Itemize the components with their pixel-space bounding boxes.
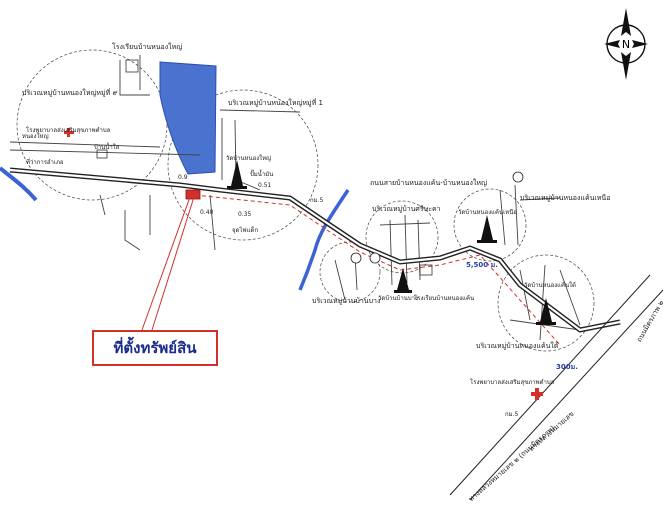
property-pointer: [141, 196, 191, 331]
compass-letter: N: [622, 38, 630, 51]
label-village9: บริเวณหมู่บ้านหนองใหญ่หมู่ที่ ๙: [22, 89, 118, 97]
property-location-label: ที่ตั้งทรัพย์สิน: [113, 339, 197, 357]
temple-icon-baibang: [394, 268, 412, 293]
label-road-name: ถนนสายบ้านหนองแค้น-บ้านหนองใหญ่: [370, 179, 487, 187]
label-hospital-left: โรงพยาบาลส่งเสริมสุขภาพตำบล: [26, 127, 111, 134]
local-roads: [9, 55, 581, 341]
building-icon-school: [125, 59, 139, 73]
village1-boundary: [167, 89, 319, 241]
label-km-085: 0.35: [238, 211, 252, 218]
label-village-nongkhaen-n: บริเวณหมู่บ้านหนองแค้นเหนือ: [520, 194, 611, 202]
label-km5-b: กม.5: [505, 411, 519, 418]
property-pointer-2: [151, 196, 195, 331]
label-village-nongkhaen-s: บริเวณหมู่บ้านหนองแค้นใต้: [476, 342, 559, 350]
nongkhaen-n-boundary: [453, 188, 527, 262]
highway: [449, 274, 651, 496]
hospital-icons: [64, 128, 543, 400]
hospital-icon-left: [64, 128, 74, 137]
label-village-baibang: บริเวณหมู่บ้านบ้านบาง: [312, 297, 381, 305]
label-village1: บริเวณหมู่บ้านหนองใหญ่หมู่ที่ 1: [228, 99, 323, 107]
label-km-040: 0.40: [200, 209, 214, 216]
temple-icon-nongkhaen-n: [477, 215, 497, 243]
route-markers: [350, 171, 524, 264]
label-km-06: 0.9: [178, 174, 188, 181]
label-temple-baibang: วัดบ้านบ้านบาง: [378, 295, 418, 302]
hospital-icon-right: [531, 388, 543, 400]
building-icon-sikha: [419, 264, 433, 276]
lake: [159, 61, 217, 175]
temple-icon-nongyai: [227, 160, 247, 189]
property-location-box: ที่ตั้งทรัพย์สิน: [92, 330, 218, 366]
label-junction: จุดไฟแด็ก: [232, 227, 259, 234]
building-icons: [96, 59, 433, 276]
label-gas-station: ปั๊มน้ำมัน: [250, 171, 274, 178]
label-temple-nongyai: วัดบ้านหนองใหญ่: [226, 155, 272, 162]
compass-icon: N: [604, 8, 648, 80]
route-marker-2: [512, 171, 524, 183]
label-school-left: หนองใหญ่: [22, 133, 49, 140]
label-road-left: ที่ว่าการอำเภอ: [26, 159, 64, 166]
label-sign-left: บ้านน้ำใส: [94, 144, 120, 151]
label-km-051: 0.51: [258, 182, 272, 189]
nongkhaen-s-boundary: [497, 254, 595, 352]
river-creek: [298, 189, 350, 291]
route-marker-3: [369, 252, 381, 264]
river: [0, 166, 38, 202]
village9-boundary: [16, 49, 168, 201]
village-boundaries: [16, 49, 595, 352]
main-road-inner: [9, 168, 621, 332]
building-icon-sign: [96, 149, 108, 159]
highway-edge: [469, 289, 663, 501]
baibang-boundary: [319, 241, 381, 303]
label-distance-300: 300ม.: [556, 363, 578, 371]
label-village-sikha: บริเวณหมู่บ้านศรีษะคา: [372, 205, 441, 213]
temple-icon-nongkhaen-s: [536, 298, 556, 325]
temple-icons: [227, 160, 556, 325]
label-km5-a: กม.5: [310, 197, 324, 204]
label-distance: 5,500 ม.: [466, 261, 498, 269]
property-marker: [185, 189, 201, 200]
label-school-nongkhaen: โรงเรียนบ้านหนองแค้น: [414, 295, 475, 302]
label-hospital-right: โรงพยาบาลส่งเสริมสุขภาพตำบล: [470, 379, 555, 386]
route-marker-1: [350, 252, 362, 264]
label-temple-nongkhaen-s: วัดบ้านหนองแค้นใต้: [524, 282, 576, 289]
label-temple-nongkhaen-n: วัดบ้านหนองแค้นเหนือ: [458, 209, 517, 216]
label-school-top: โรงเรียนบ้านหนองใหญ่: [112, 43, 183, 51]
